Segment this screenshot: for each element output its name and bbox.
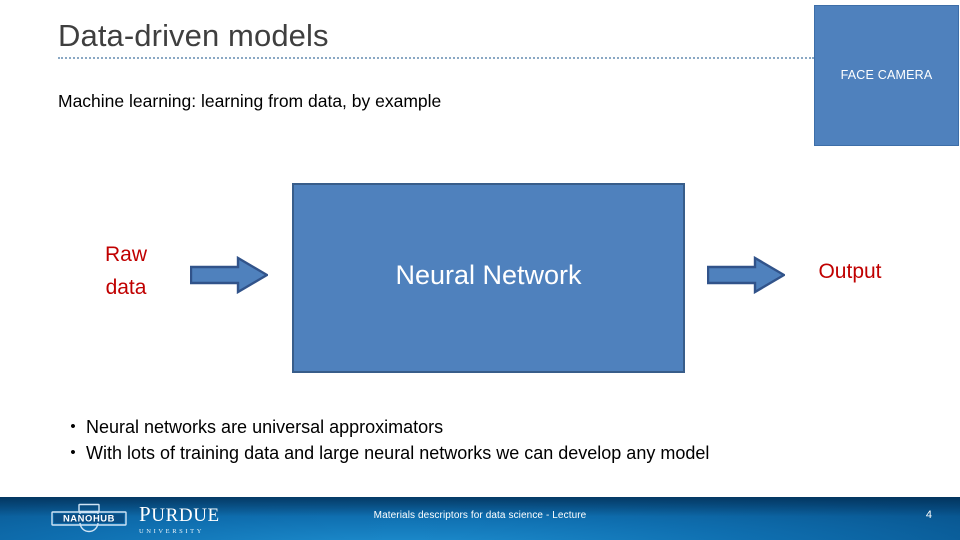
right-arrow-icon	[707, 256, 785, 294]
purdue-subtitle: UNIVERSITY	[139, 528, 204, 535]
purdue-initial: P	[139, 502, 152, 526]
subtitle-text: Machine learning: learning from data, by…	[58, 91, 442, 111]
raw-data-label-line1: Raw	[104, 243, 147, 266]
page-title: Data-driven models	[58, 18, 329, 53]
bullet-list: • Neural networks are universal approxim…	[60, 414, 920, 466]
list-item-text: Neural networks are universal approximat…	[86, 417, 444, 437]
neural-network-box: Neural Network	[292, 183, 685, 373]
face-camera-label: FACE CAMERA	[840, 68, 933, 82]
svg-text:NANOHUB: NANOHUB	[63, 513, 115, 524]
slide-footer: NANOHUB PURDUE UNIVERSITY Materials desc…	[0, 497, 960, 540]
page-number: 4	[925, 509, 932, 521]
nanohub-logo-icon: NANOHUB	[50, 503, 128, 535]
output-label: Output	[818, 260, 882, 283]
raw-data-label: Raw data	[80, 238, 172, 304]
list-item: • With lots of training data and large n…	[60, 440, 920, 466]
purdue-rest: URDUE	[151, 505, 220, 526]
title-divider	[58, 57, 814, 59]
footer-center-text: Materials descriptors for data science -…	[373, 510, 587, 521]
face-camera-placeholder: FACE CAMERA	[814, 5, 959, 146]
purdue-logo: PURDUE UNIVERSITY	[139, 504, 220, 536]
list-item-text: With lots of training data and large neu…	[86, 443, 710, 463]
purdue-wordmark: PURDUE	[139, 502, 220, 526]
right-arrow-icon	[190, 256, 268, 294]
bullet-marker-icon: •	[70, 418, 76, 435]
list-item: • Neural networks are universal approxim…	[60, 414, 920, 440]
neural-network-label: Neural Network	[395, 260, 582, 290]
raw-data-label-line2: data	[105, 276, 147, 299]
bullet-marker-icon: •	[70, 444, 76, 461]
